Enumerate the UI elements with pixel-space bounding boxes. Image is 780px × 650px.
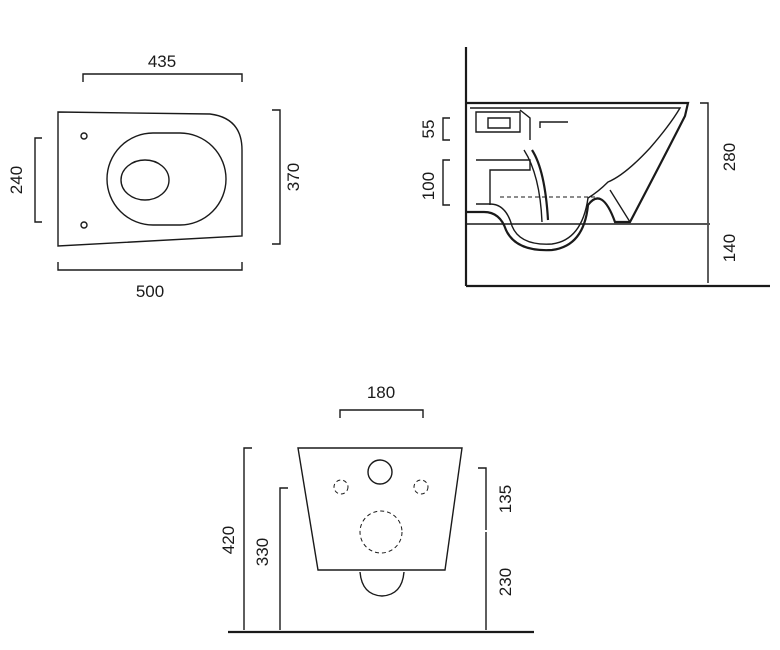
rear-body-outline [297, 447, 463, 571]
dim-180-label: 180 [367, 383, 395, 402]
dim-420: 420 [219, 447, 252, 630]
dim-140: 140 [707, 225, 739, 283]
dim-230: 230 [485, 532, 515, 630]
rim-inlet [487, 117, 511, 129]
trapway-front-inner [523, 149, 543, 223]
dim-230-label: 230 [496, 568, 515, 596]
dim-435-label: 435 [148, 52, 176, 71]
dim-330-label: 330 [253, 538, 272, 566]
outlet-pipe [476, 159, 531, 205]
flush-inlet-hole [367, 459, 393, 485]
top-view: 435 240 370 500 [7, 52, 303, 301]
dim-370-label: 370 [284, 163, 303, 191]
rim-detail [475, 111, 521, 133]
fixing-hole-left [333, 479, 349, 495]
dim-240-label: 240 [7, 166, 26, 194]
rear-view: 180 420 330 135 230 [219, 383, 534, 634]
dim-240: 240 [7, 137, 42, 223]
dim-435: 435 [82, 52, 243, 82]
bowl-profile-outer [466, 101, 690, 252]
dim-55-label: 55 [419, 120, 438, 139]
dim-420-label: 420 [219, 526, 238, 554]
dim-140-label: 140 [720, 234, 739, 262]
top-view-outline [57, 111, 243, 247]
dim-135: 135 [478, 467, 515, 530]
dim-280-label: 280 [720, 143, 739, 171]
dim-500: 500 [57, 262, 243, 301]
bowl-opening [120, 159, 170, 201]
rear-outlet [359, 571, 405, 597]
bowl-profile-inner [470, 107, 682, 245]
flush-pipe [539, 121, 568, 128]
waste-outlet-hole [359, 510, 403, 554]
dim-100-label: 100 [419, 172, 438, 200]
dim-100: 100 [419, 159, 450, 206]
rim-channel [519, 109, 531, 140]
dim-180: 180 [339, 383, 424, 418]
seat-hole [80, 221, 88, 229]
trap-back [609, 189, 631, 223]
dim-500-label: 500 [136, 282, 164, 301]
fixing-hole-right [413, 479, 429, 495]
dim-330: 330 [253, 487, 288, 630]
dim-370: 370 [272, 109, 303, 245]
dim-135-label: 135 [496, 485, 515, 513]
side-view: 55 100 280 140 [419, 47, 770, 288]
bowl-rim [106, 132, 227, 226]
dim-280: 280 [700, 102, 739, 223]
dim-55: 55 [419, 117, 450, 141]
seat-hole [80, 132, 88, 140]
trapway-front [531, 149, 550, 221]
